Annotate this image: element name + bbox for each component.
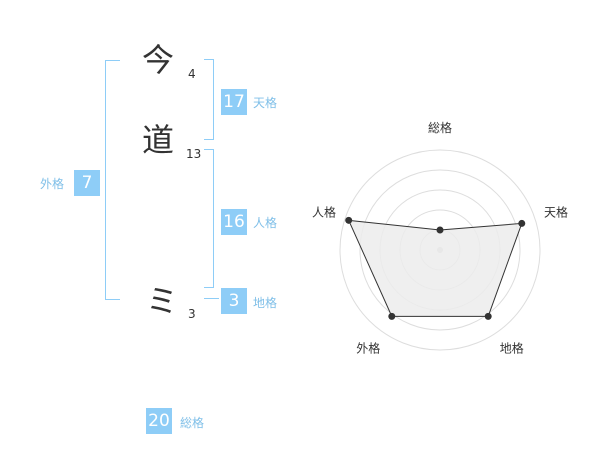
gaikaku-bracket [105, 60, 120, 300]
radar-axis-label-1: 天格 [544, 204, 568, 219]
name-char-3: ミ [146, 282, 179, 320]
radar-point-1 [518, 219, 526, 227]
soukaku-label: 総格 [180, 416, 205, 430]
gaikaku-label: 外格 [40, 177, 65, 191]
jinkaku-badge: 16 [221, 209, 247, 235]
radar-point-0 [436, 226, 444, 234]
radar-axis-label-2: 地格 [500, 341, 524, 356]
radar-axis-label-3: 外格 [356, 341, 380, 356]
stroke-count-1: 4 [188, 67, 196, 81]
chikaku-badge: 3 [221, 288, 247, 314]
soukaku-badge: 20 [146, 408, 172, 434]
tenkaku-badge: 17 [221, 89, 247, 115]
radar-axis-label-4: 人格 [312, 204, 336, 219]
jinkaku-label: 人格 [253, 216, 278, 230]
gaikaku-badge: 7 [74, 170, 100, 196]
radar-point-3 [388, 312, 396, 320]
name-char-1: 今 [142, 41, 175, 79]
name-char-2: 道 [142, 121, 175, 159]
chikaku-label: 地格 [253, 296, 278, 310]
stroke-count-2: 13 [186, 147, 202, 161]
tenkaku-bracket [204, 59, 214, 140]
stroke-count-3: 3 [188, 307, 196, 321]
radar-ring-4 [359, 169, 521, 331]
chikaku-bracket [204, 298, 219, 299]
tenkaku-label: 天格 [253, 96, 278, 110]
radar-point-2 [484, 312, 492, 320]
radar-points [345, 216, 526, 320]
jinkaku-bracket [204, 149, 214, 288]
radar-point-4 [345, 216, 353, 224]
radar-axis-label-0: 総格 [428, 120, 452, 135]
radar-area [347, 219, 523, 317]
